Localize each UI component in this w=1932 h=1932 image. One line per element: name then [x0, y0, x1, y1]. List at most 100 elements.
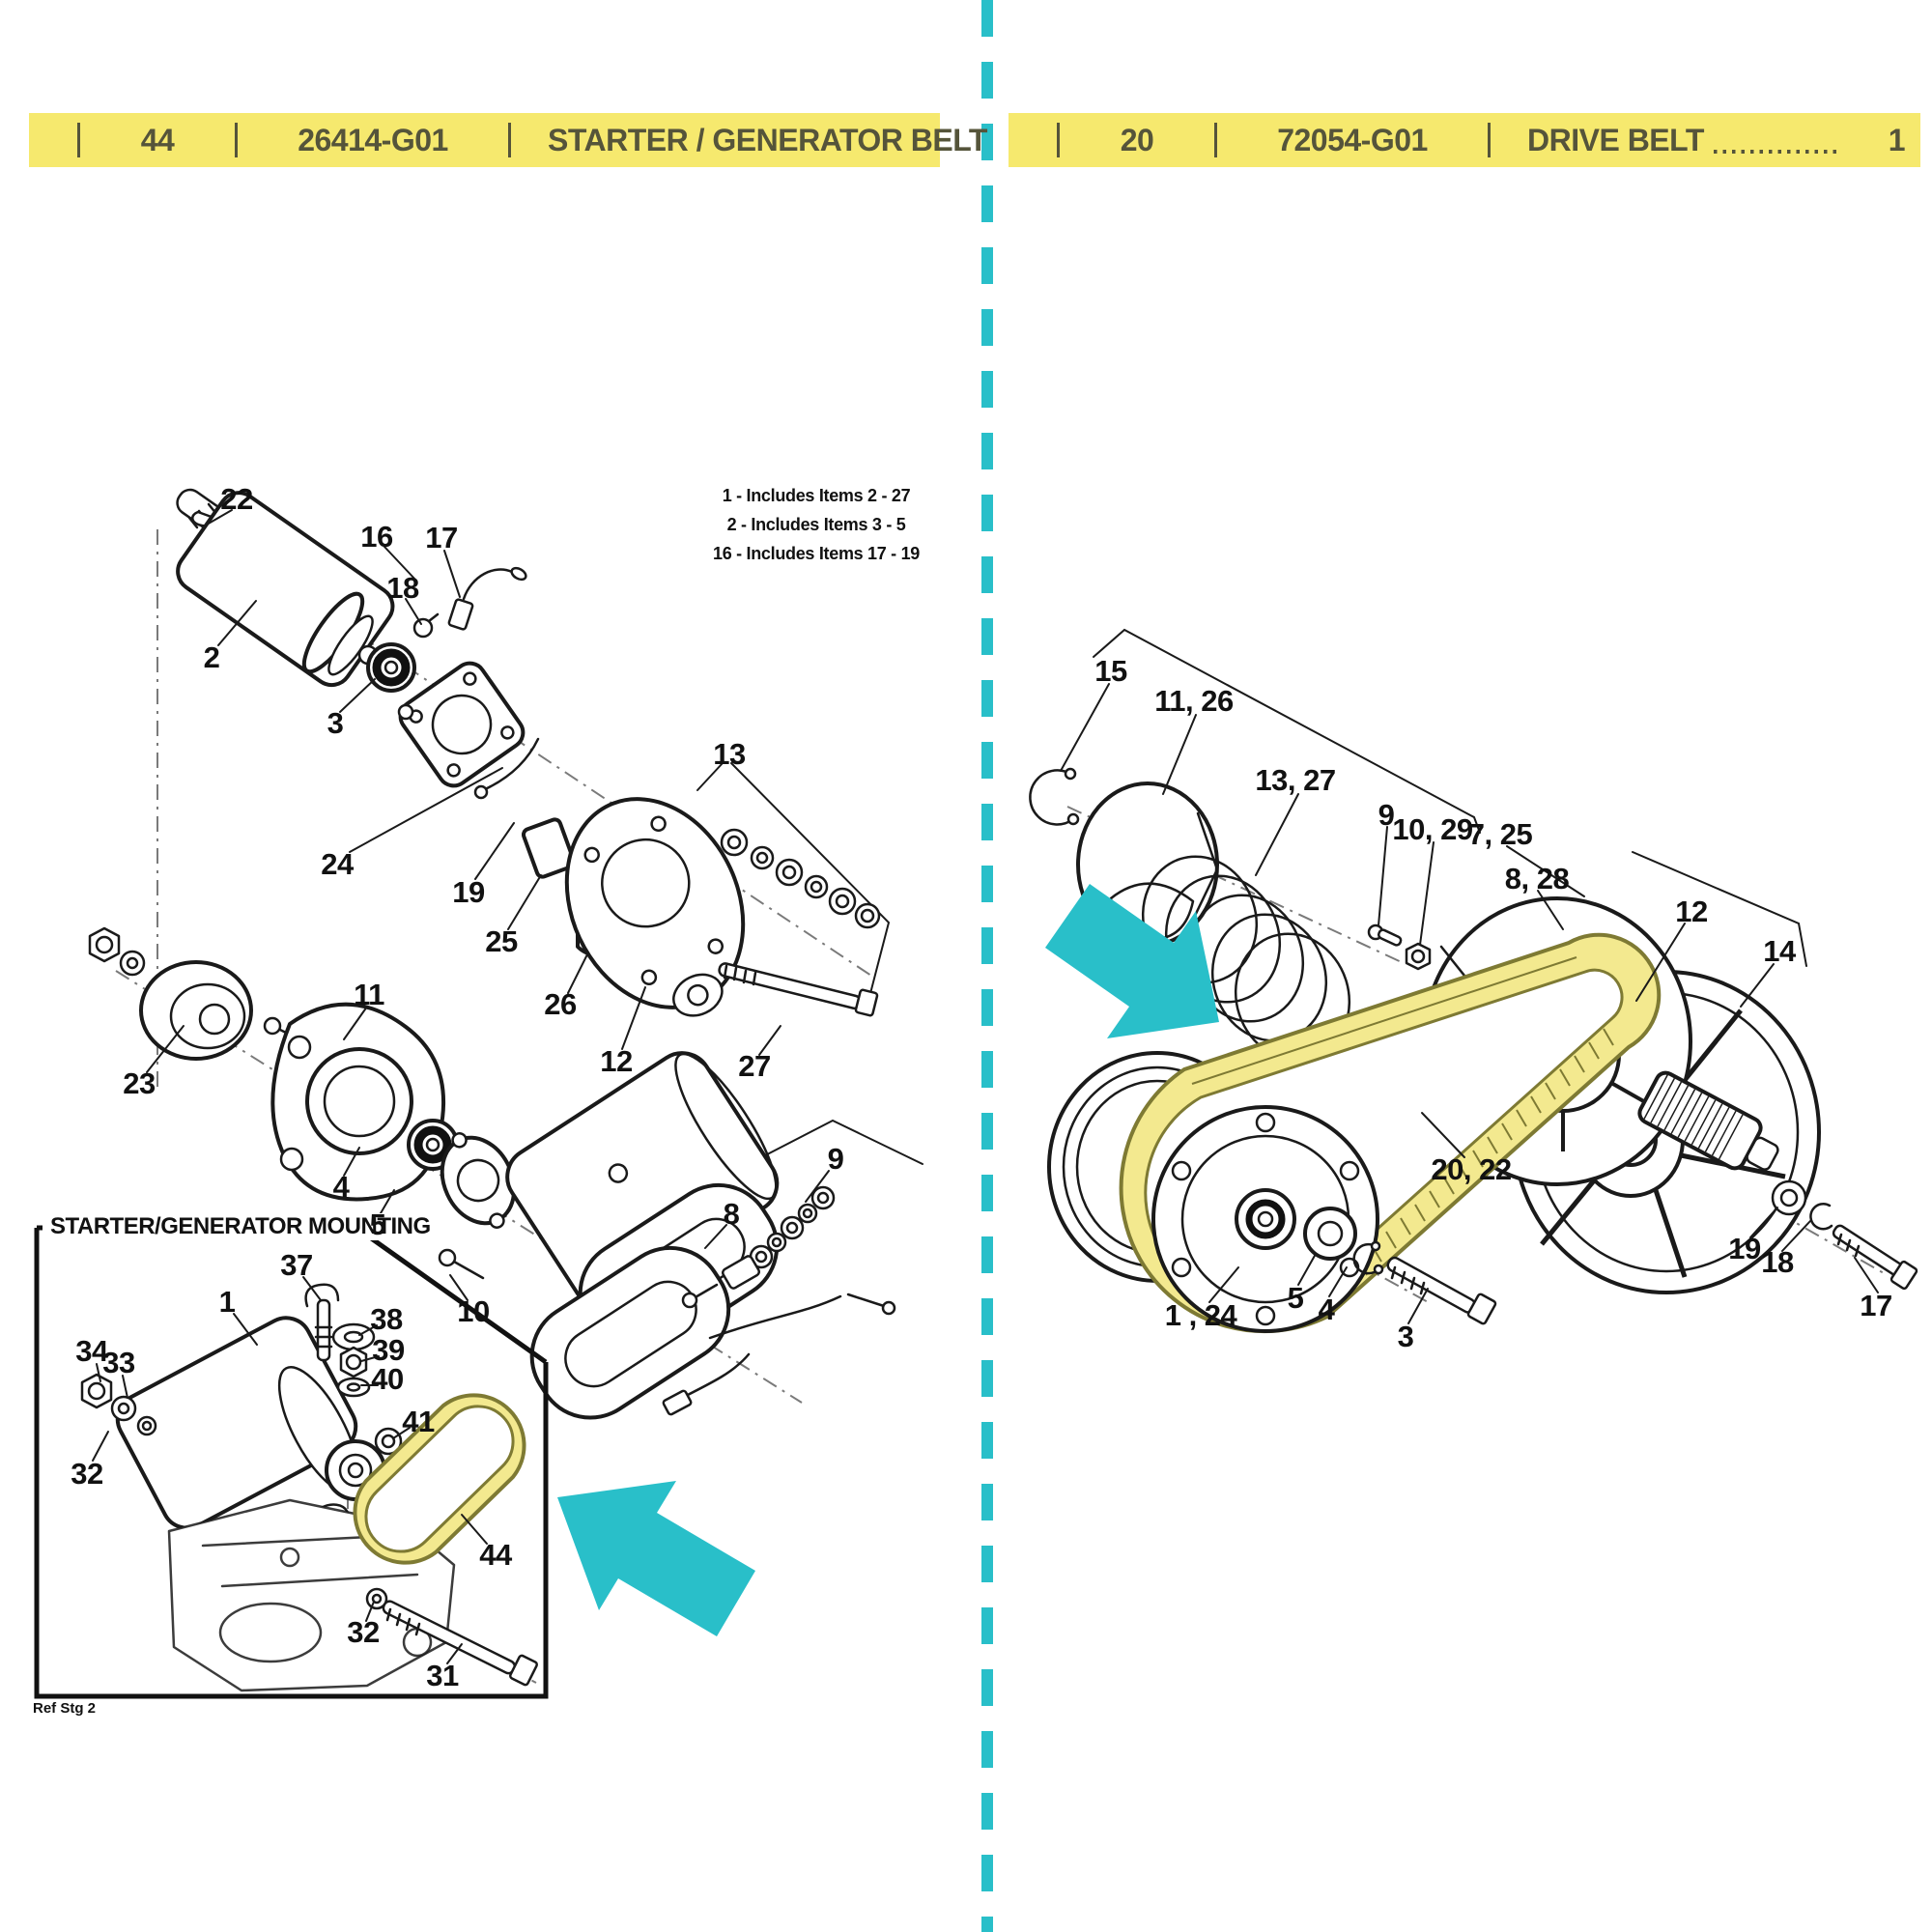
callout-label: 19: [452, 875, 485, 909]
callout-label: 24: [321, 847, 354, 881]
splined-shaft: [1637, 1070, 1779, 1171]
bearing-3: [366, 642, 416, 693]
brush-17: [447, 566, 527, 631]
callout-label: 27: [738, 1049, 771, 1083]
lock-washer-18: [1809, 1203, 1833, 1231]
callout-label: 2: [203, 640, 220, 674]
callout-label: 4: [332, 1170, 350, 1204]
callout-label: 19: [1728, 1232, 1761, 1265]
left-part-description: STARTER / GENERATOR BELT: [548, 122, 987, 157]
callout-label: 37: [280, 1248, 313, 1282]
snap-ring-15: [1029, 767, 1080, 826]
header-separator: [1057, 123, 1060, 157]
hardware-string-13: [720, 828, 881, 929]
callout-label: 32: [347, 1615, 380, 1649]
screw-10: [438, 1248, 485, 1280]
right-part-description: DRIVE BELT: [1527, 122, 1704, 157]
header-separator: [1214, 123, 1217, 157]
callout-label: 10: [457, 1294, 490, 1328]
callout-label: 22: [220, 482, 253, 516]
callout-label: 1: [218, 1285, 236, 1319]
inset-jbolt-37: [304, 1283, 340, 1362]
includes-note-line: 2 - Includes Items 3 - 5: [726, 515, 906, 534]
right-qty: 1: [1888, 122, 1906, 157]
drive-belt-diagram: [1029, 628, 1918, 1334]
clutch-drum: [1151, 1105, 1379, 1333]
includes-note-line: 16 - Includes Items 17 - 19: [713, 544, 920, 563]
callout-label: 14: [1763, 934, 1796, 968]
washer-18: [412, 612, 440, 639]
callout-label: 12: [600, 1044, 633, 1078]
retainer-5: [440, 1132, 517, 1229]
callout-label: 7, 25: [1467, 817, 1533, 851]
right-leader-lines: [1060, 683, 1879, 1324]
nut-10-29: [1405, 942, 1432, 971]
end-frame-11: [270, 1002, 445, 1202]
callout-label: 34: [75, 1334, 108, 1368]
callout-label: 17: [425, 521, 458, 554]
callout-label: 18: [386, 571, 419, 605]
washer-19: [1771, 1179, 1807, 1216]
washer-5: [1303, 1207, 1357, 1261]
ref-note: Ref Stg 2: [33, 1700, 97, 1717]
bolt-17: [1832, 1224, 1918, 1291]
left-leader-lines: [92, 509, 830, 1664]
armature: [176, 488, 395, 688]
callout-label: 44: [479, 1538, 512, 1572]
callout-label: 10, 29: [1392, 812, 1473, 846]
brush-plate: [398, 661, 526, 788]
header-separator: [77, 123, 80, 157]
lock-washer-4: [1352, 1240, 1384, 1275]
inset-hardware-stack: [331, 1322, 403, 1456]
bolt-27: [718, 962, 879, 1017]
callout-label: 39: [372, 1333, 405, 1367]
callout-label: 40: [371, 1362, 404, 1396]
callout-label: 3: [1397, 1320, 1414, 1353]
small-bolt-9: [1367, 923, 1403, 947]
callout-label: 5: [369, 1208, 386, 1241]
callout-label: 1 , 24: [1164, 1298, 1237, 1332]
left-header-row: 44 26414-G01 STARTER / GENERATOR BELT 1: [29, 113, 1065, 167]
includes-notes: 1 - Includes Items 2 - 27 2 - Includes It…: [691, 481, 942, 568]
plate-screw: [397, 703, 414, 721]
hardware-string-9: [681, 1185, 836, 1309]
right-header-row: 20 72054-G01 DRIVE BELT 1: [1009, 113, 1920, 167]
callout-label: 15: [1094, 654, 1127, 688]
callout-label: 9: [827, 1142, 844, 1176]
callout-label: 38: [370, 1302, 403, 1336]
callout-label: 8, 28: [1504, 862, 1570, 895]
field-coils-8: [529, 1182, 896, 1420]
callout-label: 17: [1860, 1289, 1892, 1322]
dot-leader: [1713, 150, 1837, 154]
callout-label: 20, 22: [1431, 1152, 1512, 1186]
callout-label: 32: [71, 1457, 103, 1491]
inset-title: STARTER/GENERATOR MOUNTING: [43, 1213, 439, 1240]
braided-lead-19: [481, 737, 540, 792]
callout-label: 4: [1318, 1293, 1335, 1326]
callout-label: 11, 26: [1154, 684, 1234, 718]
callout-label: 9: [1378, 798, 1395, 832]
callout-label: 3: [327, 706, 344, 740]
includes-note-line: 1 - Includes Items 2 - 27: [722, 486, 911, 505]
insulator-25: [522, 817, 576, 879]
pulley-23: [139, 960, 253, 1061]
callout-label: 18: [1761, 1245, 1794, 1279]
callout-label: 25: [485, 924, 518, 958]
callout-label: 31: [426, 1659, 459, 1692]
right-part-number: 72054-G01: [1277, 122, 1428, 157]
highlight-arrow-left: [557, 1481, 755, 1636]
callout-label: 23: [123, 1066, 156, 1100]
callout-label: 13: [713, 737, 746, 771]
starter-generator-belt-44: [353, 1393, 526, 1565]
end-frame-12: [564, 797, 746, 1017]
left-item-number: 44: [140, 122, 175, 157]
callout-label: 11: [354, 978, 384, 1011]
inset-nut-washers-left: [80, 1373, 157, 1436]
callout-label: 33: [102, 1346, 135, 1379]
center-divider: [981, 0, 993, 1932]
callout-label: 12: [1675, 895, 1708, 928]
callout-label: 13, 27: [1255, 763, 1336, 797]
right-item-number: 20: [1120, 122, 1154, 157]
